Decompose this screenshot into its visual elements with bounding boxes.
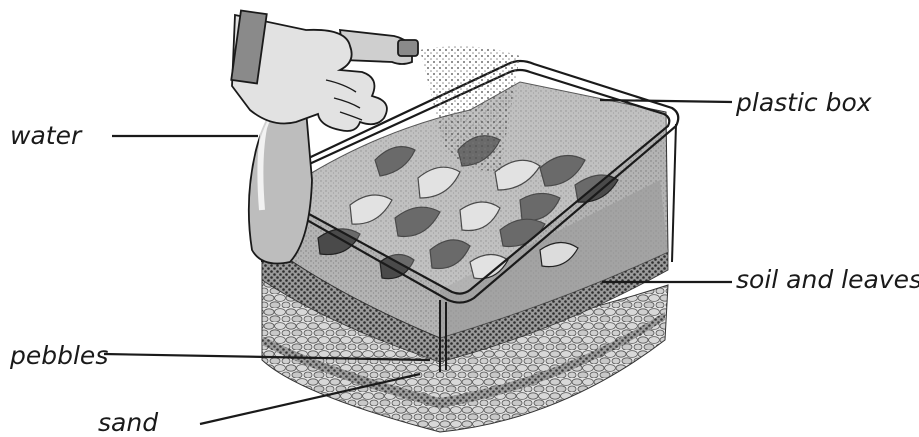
- label-sand: sand: [98, 410, 158, 435]
- label-water: water: [10, 123, 81, 148]
- label-plastic-box: plastic box: [736, 90, 872, 115]
- hand: [231, 11, 387, 131]
- label-pebbles: pebbles: [10, 343, 108, 368]
- label-soil-and-leaves: soil and leaves: [736, 267, 919, 292]
